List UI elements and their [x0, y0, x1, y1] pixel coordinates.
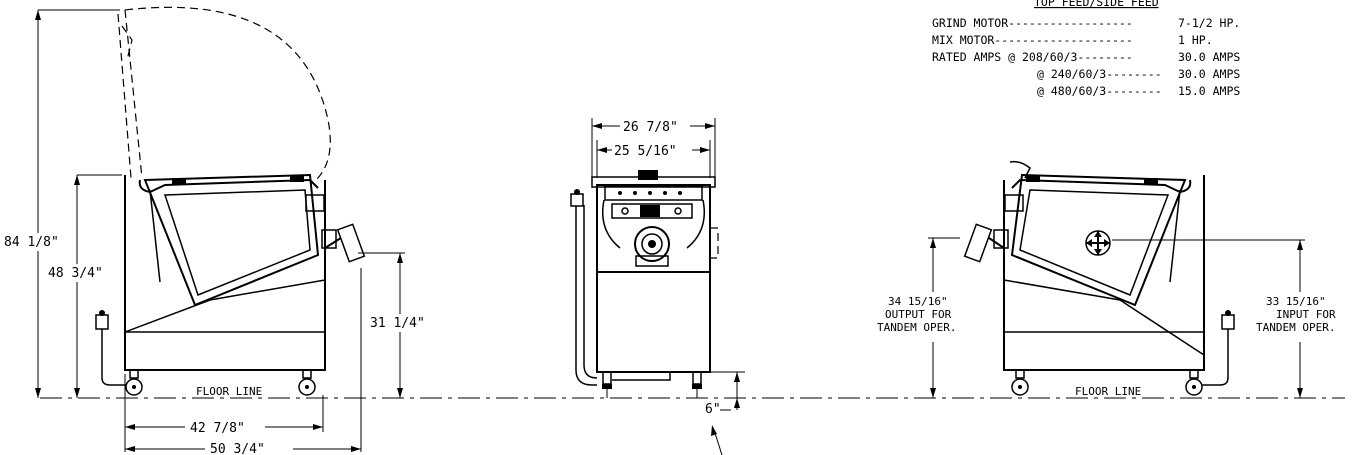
- caster-left-1: [125, 369, 143, 396]
- floor-line: FLOOR LINE FLOOR LINE: [40, 385, 1345, 399]
- front-view: [570, 170, 719, 398]
- dimension-input-height: 33 15/16" INPUT FOR TANDEM OPER.: [1112, 239, 1362, 398]
- input-height-label: 33 15/16": [1266, 295, 1326, 308]
- side-view-right: [963, 160, 1235, 396]
- side-view-left: [95, 6, 366, 396]
- caster-right-2: [1185, 369, 1203, 396]
- dimension-clearance: 6": [705, 371, 745, 455]
- front-outer-width-label: 26 7/8": [623, 120, 678, 135]
- input-line1-label: INPUT FOR: [1276, 308, 1336, 321]
- dimension-front-inner: 25 5/16": [596, 140, 711, 178]
- dimension-overall-width: 50 3/4": [125, 441, 361, 455]
- spec-row-value: 30.0 AMPS: [1178, 67, 1240, 81]
- overall-width-label: 50 3/4": [210, 442, 265, 455]
- caster-left-2: [298, 369, 316, 396]
- cabinet-height-label: 48 3/4": [48, 266, 103, 281]
- input-line2-label: TANDEM OPER.: [1256, 321, 1335, 334]
- spec-row-label: @ 480/60/3--------: [1037, 84, 1162, 98]
- output-height-label: 34 15/16": [888, 295, 948, 308]
- outlet-height-label: 31 1/4": [370, 316, 425, 331]
- input-port-symbol: [1085, 230, 1111, 256]
- spec-row-value: 30.0 AMPS: [1178, 50, 1240, 64]
- output-line1-label: OUTPUT FOR: [885, 308, 952, 321]
- output-line2-label: TANDEM OPER.: [877, 321, 956, 334]
- overall-height-label: 84 1/8": [4, 235, 59, 250]
- spec-row-label: MIX MOTOR--------------------: [932, 33, 1133, 47]
- dimension-output-height: 34 15/16" OUTPUT FOR TANDEM OPER.: [872, 237, 990, 398]
- spec-row-label: RATED AMPS @ 208/60/3--------: [932, 50, 1133, 64]
- front-inner-width-label: 25 5/16": [614, 144, 677, 159]
- dimension-base-width: 42 7/8": [124, 268, 362, 452]
- spec-table: TOP FEED/SIDE FEED GRIND MOTOR----------…: [932, 0, 1240, 98]
- spec-row-value: 1 HP.: [1178, 33, 1213, 47]
- dimension-outlet-height: 31 1/4": [358, 252, 438, 398]
- spec-row-label: @ 240/60/3--------: [1037, 67, 1162, 81]
- spec-row-value: 7-1/2 HP.: [1178, 16, 1240, 30]
- base-width-label: 42 7/8": [190, 421, 245, 436]
- spec-row-value: 15.0 AMPS: [1178, 84, 1240, 98]
- dimension-cabinet-height: 48 3/4": [44, 174, 122, 398]
- floor-line-label-right: FLOOR LINE: [1075, 385, 1141, 398]
- spec-table-title: TOP FEED/SIDE FEED: [1034, 0, 1159, 9]
- dimension-front-outer: 26 7/8": [591, 118, 716, 177]
- spec-row-label: GRIND MOTOR------------------: [932, 16, 1133, 30]
- floor-line-label-left: FLOOR LINE: [196, 385, 262, 398]
- clearance-label: 6": [705, 402, 721, 417]
- dimension-overall-height: 84 1/8": [0, 9, 120, 398]
- caster-right-1: [1011, 369, 1029, 396]
